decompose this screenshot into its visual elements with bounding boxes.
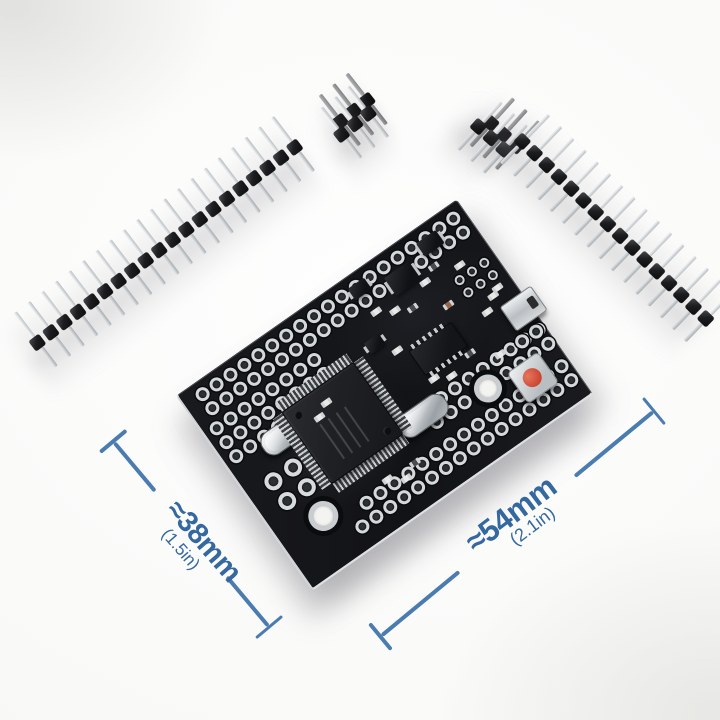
- smd-component-block: [363, 333, 386, 355]
- through-hole-pad: [477, 255, 492, 270]
- through-hole-pad: [473, 276, 488, 291]
- smd-passive-component: [453, 259, 466, 271]
- reset-button-red-cap: [519, 364, 546, 391]
- pin-header-strip-left: [28, 138, 304, 352]
- header-pin: [136, 251, 155, 270]
- through-hole-pad: [452, 273, 467, 288]
- header-pin: [481, 128, 501, 148]
- mounting-hole-bottom-left: [302, 495, 345, 537]
- smd-passive-component: [442, 299, 455, 311]
- header-pin: [68, 302, 88, 321]
- header-pin: [231, 179, 250, 198]
- header-pin: [109, 271, 128, 291]
- smd-passive-component: [427, 260, 440, 273]
- smd-passive-component: [445, 370, 458, 382]
- header-pin: [95, 282, 115, 301]
- header-pin: [549, 167, 569, 187]
- header-pin: [217, 189, 237, 208]
- smd-passive-component: [391, 344, 404, 357]
- header-pin-row: [513, 132, 715, 328]
- header-pin: [190, 210, 209, 229]
- header-pin: [623, 238, 642, 257]
- dimension-end-tick: [641, 397, 666, 426]
- through-hole-pad: [465, 264, 479, 279]
- header-pin: [345, 114, 365, 134]
- header-pin: [469, 117, 488, 136]
- header-pin: [123, 261, 142, 280]
- through-hole-pad: [274, 488, 300, 514]
- header-pin: [271, 148, 291, 167]
- header-pin: [82, 292, 101, 311]
- through-hole-pad-grid: [178, 201, 582, 537]
- header-pin: [332, 125, 351, 144]
- usb-serial-chip: [408, 321, 469, 377]
- smd-passive-component: [481, 306, 494, 318]
- header-pin: [177, 220, 196, 239]
- header-pin: [598, 214, 618, 234]
- header-pin-row: [28, 138, 304, 352]
- header-pin: [150, 241, 169, 260]
- pin-header-small-right: [469, 113, 526, 159]
- smd-passive-component: [427, 372, 441, 385]
- through-hole-pad: [538, 334, 559, 354]
- header-pin: [537, 155, 556, 175]
- header-pin: [684, 297, 703, 316]
- through-hole-pad: [561, 370, 582, 390]
- header-pin: [163, 230, 182, 249]
- through-hole-pad: [461, 285, 476, 300]
- header-pin: [258, 158, 277, 178]
- header-pin: [244, 169, 264, 188]
- header-pin: [285, 138, 304, 157]
- smd-passive-component: [418, 276, 432, 288]
- smd-passive-component: [406, 302, 419, 314]
- pin-header-small-left: [331, 91, 378, 144]
- header-pin: [659, 273, 679, 293]
- through-hole-pad: [453, 222, 473, 243]
- smd-passive-component: [369, 306, 383, 318]
- width-dimension-label: ≈54mm (2.1in): [459, 469, 571, 571]
- header-pin: [28, 333, 47, 352]
- smd-passive-component: [388, 305, 402, 317]
- header-pin: [204, 199, 223, 219]
- header-pin: [696, 309, 715, 328]
- through-hole-pad: [485, 268, 500, 283]
- through-hole-pad: [260, 468, 286, 494]
- pin-header-strip-right: [513, 132, 715, 328]
- header-pin: [55, 312, 74, 332]
- header-pin: [41, 323, 61, 342]
- smd-passive-component: [463, 347, 477, 359]
